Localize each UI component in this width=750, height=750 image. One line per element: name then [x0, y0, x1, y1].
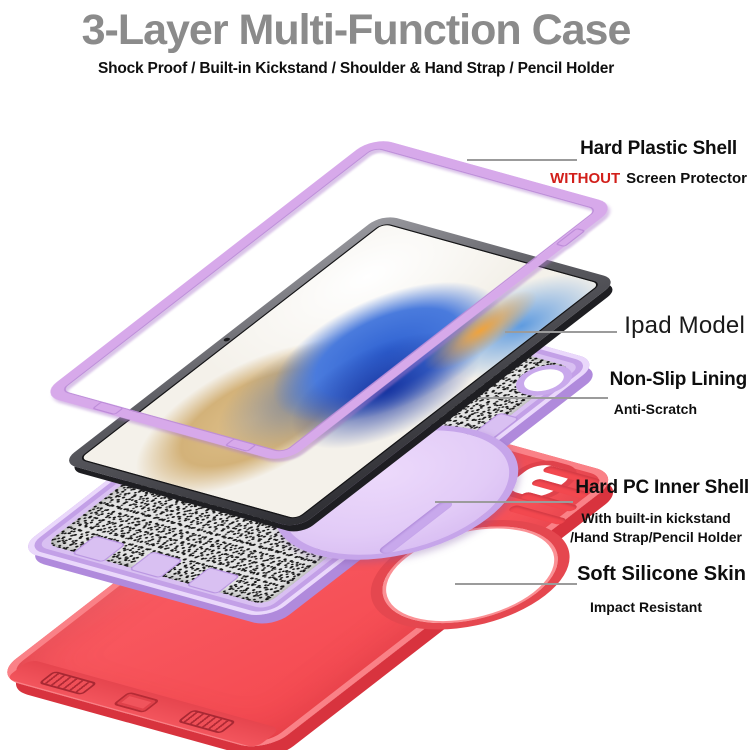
callout-line-ipad-model [505, 331, 617, 333]
callout-ipad-model: Ipad Model [624, 312, 745, 339]
callout-line-hard-plastic-shell [467, 159, 577, 161]
frame-clip-tab [555, 227, 586, 248]
speaker-grille [176, 709, 237, 734]
callout-anti-scratch: Anti-Scratch [613, 401, 697, 417]
callout-hard-pc-inner-shell: Hard PC Inner Shell [575, 477, 749, 498]
callout-hard-plastic-shell: Hard Plastic Shell [580, 138, 737, 159]
frame-clip-tab [91, 401, 125, 416]
page-subtitle: Shock Proof / Built-in Kickstand / Shoul… [97, 60, 615, 77]
kickstand-feature-line1: With built-in kickstand [581, 510, 731, 526]
kickstand-feature-line2: /Hand Strap/Pencil Holder [570, 529, 742, 545]
callout-impact-resistant: Impact Resistant [589, 599, 702, 615]
callout-soft-silicone-skin: Soft Silicone Skin [577, 563, 746, 585]
callout-without-screen-protector: WITHOUT Screen Protector [550, 170, 747, 187]
callout-line-hard-pc-inner-shell [435, 501, 573, 503]
port-cutout [112, 691, 161, 714]
callout-kickstand-features: With built-in kickstand /Hand Strap/Penc… [570, 509, 742, 547]
callout-non-slip-lining: Non-Slip Lining [609, 369, 748, 390]
speaker-grille [38, 670, 98, 696]
warning-rest: Screen Protector [626, 170, 747, 187]
callout-line-non-slip-lining [478, 397, 608, 399]
callout-line-soft-silicone-skin [455, 583, 577, 585]
skin-side-face [5, 659, 281, 749]
warning-word: WITHOUT [550, 170, 621, 187]
page-title: 3-Layer Multi-Function Case [81, 6, 632, 54]
